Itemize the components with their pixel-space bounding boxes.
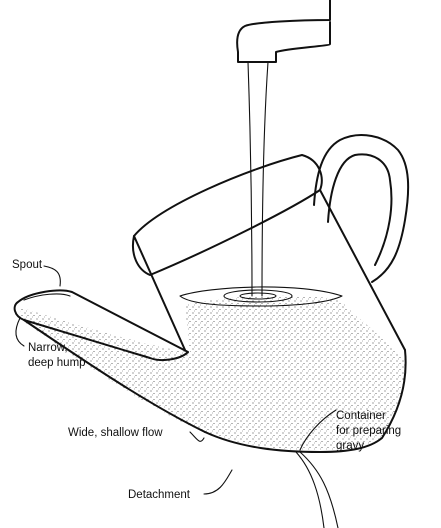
water-stream — [247, 61, 269, 297]
detachment-drip — [295, 451, 339, 528]
label-wide-flow: Wide, shallow flow — [68, 427, 163, 439]
container-handle — [313, 134, 410, 283]
label-narrow-line1: Narrow, — [28, 342, 68, 354]
label-container-line3: gravy — [336, 440, 364, 452]
label-narrow-line2: deep hump — [28, 357, 86, 369]
label-container-line2: for preparing — [336, 425, 401, 437]
faucet-drawing — [236, 0, 331, 63]
label-container-line1: Container — [336, 410, 386, 422]
label-detachment: Detachment — [128, 489, 191, 501]
leader-lines — [15, 265, 337, 495]
label-spout: Spout — [12, 259, 43, 271]
gravy-separator-container — [13, 154, 407, 453]
